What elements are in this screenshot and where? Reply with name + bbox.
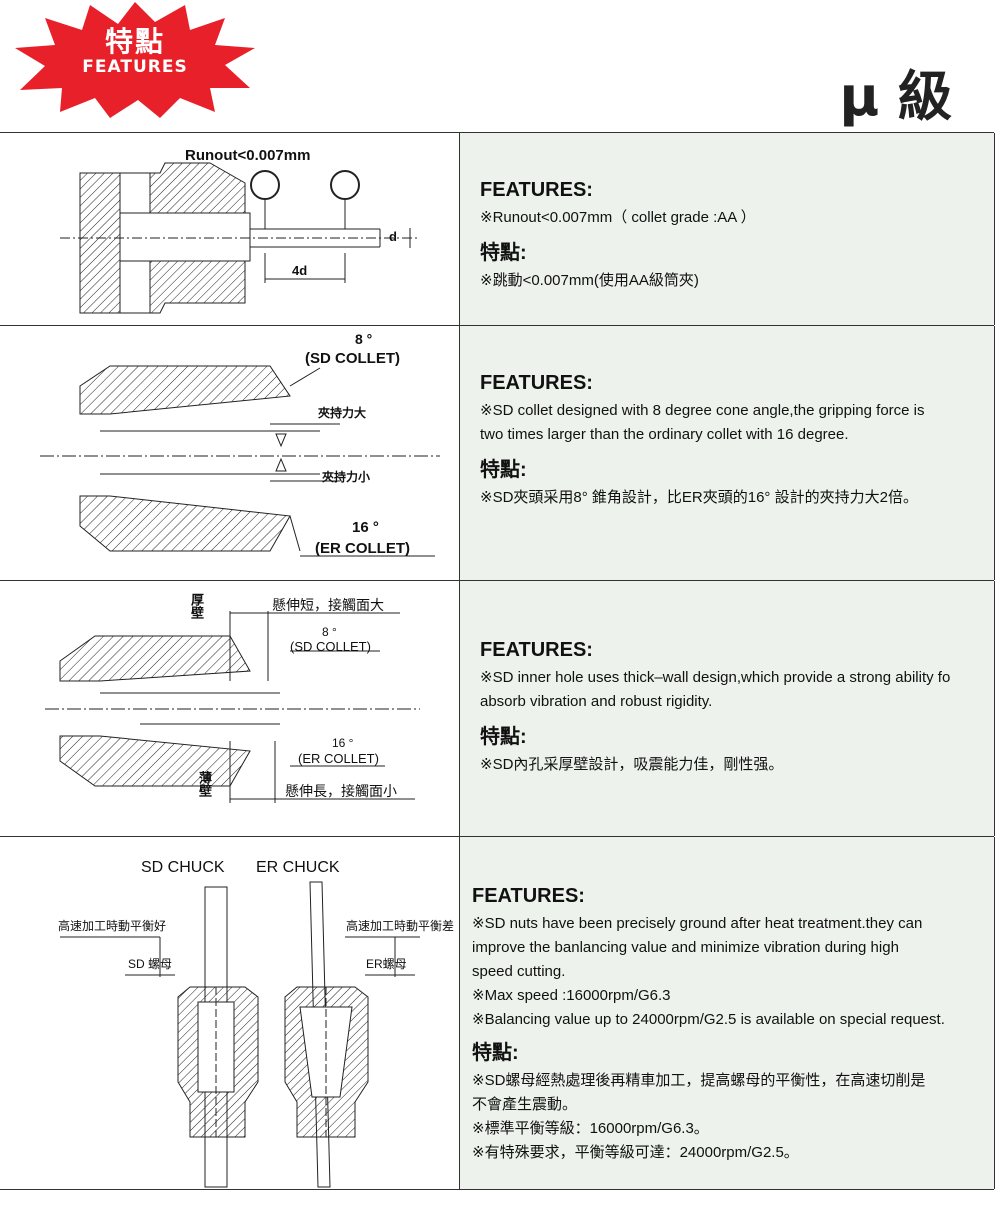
badge-title-cn: 特點 [104, 25, 165, 58]
length-label: 4d [292, 263, 308, 278]
balance-poor-label: 高速加工時動平衡差 [346, 919, 455, 933]
er-collet-label: (ER COLLET) [298, 751, 379, 766]
cone-angle-text-panel: FEATURES: ※SD collet designed with 8 deg… [460, 326, 995, 580]
features-line: ※Max speed :16000rpm/G6.3 [472, 987, 671, 1004]
runout-drawing [60, 162, 420, 314]
cn-heading: 特點: [480, 242, 527, 264]
cone-angle-drawing [40, 365, 440, 557]
cn-line: ※SD螺母經熱處理後再精車加工，提高螺母的平衡性，在高速切削是 [472, 1072, 926, 1089]
cn-line: 不會產生震動。 [472, 1096, 578, 1113]
features-line: speed cutting. [472, 963, 566, 980]
er-nut-label: ER螺母 [366, 957, 407, 971]
balance-good-label: 高速加工時動平衡好 [58, 919, 167, 933]
sd-collet-label: (SD COLLET) [305, 350, 400, 367]
cn-heading: 特點: [480, 726, 527, 748]
runout-diagram: Runout<0.007mm 4d d [0, 133, 460, 325]
sd-nut-label: SD 螺母 [128, 957, 173, 971]
cn-heading: 特點: [472, 1042, 519, 1064]
thick-wall-drawing [45, 611, 420, 803]
grade-title: μ 級 [839, 65, 952, 128]
chuck-comparison-diagram: SD CHUCK ER CHUCK 高速加工時動平衡好 高速加工時動平衡差 SD… [0, 837, 460, 1189]
features-line: ※Balancing value up to 24000rpm/G2.5 is … [472, 1011, 945, 1028]
nuts-text-panel: FEATURES: ※SD nuts have been precisely g… [460, 837, 995, 1189]
angle-16-label: 16 ° [352, 519, 379, 536]
thick-wall-diagram: 厚壁 懸伸短，接觸面大 8 ° (SD COLLET) 16 ° (ER COL… [0, 581, 460, 836]
feature-row-cone-angle: 8 ° (SD COLLET) 夾持力大 夾持力小 16 ° (ER COLLE… [0, 326, 995, 581]
features-heading: FEATURES: [480, 372, 593, 394]
cone-angle-diagram: 8 ° (SD COLLET) 夾持力大 夾持力小 16 ° (ER COLLE… [0, 326, 460, 580]
cn-line: ※SD夾頭采用8° 錐角設計，比ER夾頭的16° 設計的夾持力大2倍。 [480, 489, 918, 506]
short-overhang-label: 懸伸短，接觸面大 [272, 597, 384, 613]
features-table: Runout<0.007mm 4d d FEATURES: ※Runout<0.… [0, 132, 995, 1190]
features-badge: 特點 FEATURES [10, 0, 260, 120]
chuck-drawing [60, 881, 420, 1188]
er-chuck-label: ER CHUCK [256, 859, 340, 876]
force-large-label: 夾持力大 [318, 406, 367, 420]
features-line: ※SD inner hole uses thick–wall design,wh… [480, 669, 951, 686]
feature-row-runout: Runout<0.007mm 4d d FEATURES: ※Runout<0.… [0, 133, 995, 326]
angle-8-label: 8 ° [355, 331, 373, 347]
force-small-label: 夾持力小 [322, 470, 371, 484]
cn-line: ※跳動<0.007mm(使用AA級筒夾) [480, 272, 699, 289]
sd-chuck-label: SD CHUCK [141, 859, 225, 876]
page-header: 特點 FEATURES μ 級 [0, 0, 1000, 132]
diameter-label: d [389, 229, 397, 244]
features-line: ※Runout<0.007mm（ collet grade :AA ） [480, 209, 756, 226]
thick-wall-label: 厚壁 [189, 593, 204, 619]
features-line: ※SD collet designed with 8 degree cone a… [480, 402, 925, 419]
features-line: improve the banlancing value and minimiz… [472, 939, 899, 956]
thin-wall-label: 薄壁 [197, 771, 212, 797]
runout-label: Runout<0.007mm [185, 147, 311, 164]
features-line: two times larger than the ordinary colle… [480, 426, 849, 443]
feature-row-nuts: SD CHUCK ER CHUCK 高速加工時動平衡好 高速加工時動平衡差 SD… [0, 837, 995, 1190]
runout-text-panel: FEATURES: ※Runout<0.007mm（ collet grade … [460, 133, 995, 325]
badge-title-en: FEATURES [82, 57, 188, 77]
features-heading: FEATURES: [480, 639, 593, 661]
starburst-icon [15, 2, 255, 118]
thick-wall-text-panel: FEATURES: ※SD inner hole uses thick–wall… [460, 581, 995, 836]
er-collet-label: (ER COLLET) [315, 540, 410, 557]
sd-collet-label: (SD COLLET) [290, 639, 371, 654]
features-line: ※SD nuts have been precisely ground afte… [472, 915, 923, 932]
cn-heading: 特點: [480, 459, 527, 481]
cn-line: ※SD內孔采厚壁設計，吸震能力佳，剛性强。 [480, 756, 784, 773]
features-heading: FEATURES: [480, 179, 593, 201]
angle-8-label: 8 ° [322, 625, 337, 639]
cn-line: ※標準平衡等級：16000rpm/G6.3。 [472, 1120, 709, 1137]
feature-row-thick-wall: 厚壁 懸伸短，接觸面大 8 ° (SD COLLET) 16 ° (ER COL… [0, 581, 995, 837]
cn-line: ※有特殊要求，平衡等級可達：24000rpm/G2.5。 [472, 1144, 799, 1161]
features-line: absorb vibration and robust rigidity. [480, 693, 713, 710]
long-overhang-label: 懸伸長，接觸面小 [285, 783, 397, 799]
features-heading: FEATURES: [472, 885, 585, 907]
angle-16-label: 16 ° [332, 736, 354, 750]
